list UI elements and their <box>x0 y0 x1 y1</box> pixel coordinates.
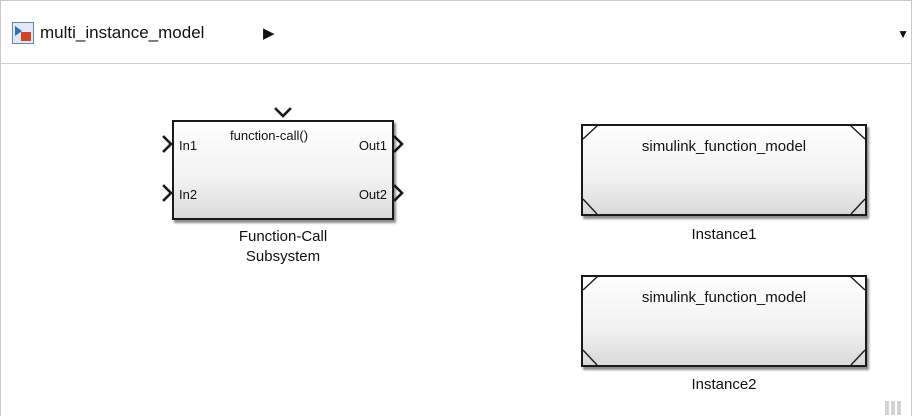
trigger-port-chevron <box>274 107 292 118</box>
input-port-chevron-2 <box>162 184 173 202</box>
output-port-label-out2: Out2 <box>358 187 387 202</box>
output-port-chevron-1 <box>393 135 404 153</box>
instance1-caption: Instance1 <box>691 226 757 243</box>
output-port-chevron-2 <box>393 184 404 202</box>
function-call-subsystem-block[interactable]: In1 In2 function-call() Out1 Out2 <box>172 120 394 220</box>
model-reference-block-instance2[interactable]: simulink_function_model <box>581 275 867 367</box>
trigger-port-label: function-call() <box>230 128 309 143</box>
caption-line-2: Subsystem <box>245 248 321 265</box>
input-port-chevron-1 <box>162 135 173 153</box>
output-port-label-out1: Out1 <box>358 138 387 153</box>
breadcrumb-bar: multi_instance_model ▶ ▼ <box>1 1 911 64</box>
simulink-model-icon[interactable] <box>12 22 34 44</box>
corner-mark <box>582 198 598 215</box>
model-reference-block-instance1[interactable]: simulink_function_model <box>581 124 867 216</box>
corner-mark <box>582 276 598 291</box>
corner-mark <box>850 198 866 215</box>
instance2-caption: Instance2 <box>691 376 757 393</box>
corner-mark <box>850 349 866 366</box>
function-call-subsystem-caption: Function-Call Subsystem <box>198 227 368 267</box>
referenced-model-name: simulink_function_model <box>641 289 807 306</box>
referenced-model-name: simulink_function_model <box>641 138 807 155</box>
input-port-label-in1: In1 <box>179 138 198 153</box>
corner-mark <box>582 349 598 366</box>
corner-mark <box>850 125 866 140</box>
caption-line-1: Function-Call <box>238 228 328 245</box>
breadcrumb-arrow-icon[interactable]: ▶ <box>263 25 275 42</box>
resize-grip-icon[interactable] <box>884 399 906 415</box>
chevron-down-icon[interactable]: ▼ <box>897 27 909 41</box>
breadcrumb-model-name[interactable]: multi_instance_model <box>40 23 205 42</box>
corner-mark <box>582 125 598 140</box>
input-port-label-in2: In2 <box>179 187 198 202</box>
corner-mark <box>850 276 866 291</box>
